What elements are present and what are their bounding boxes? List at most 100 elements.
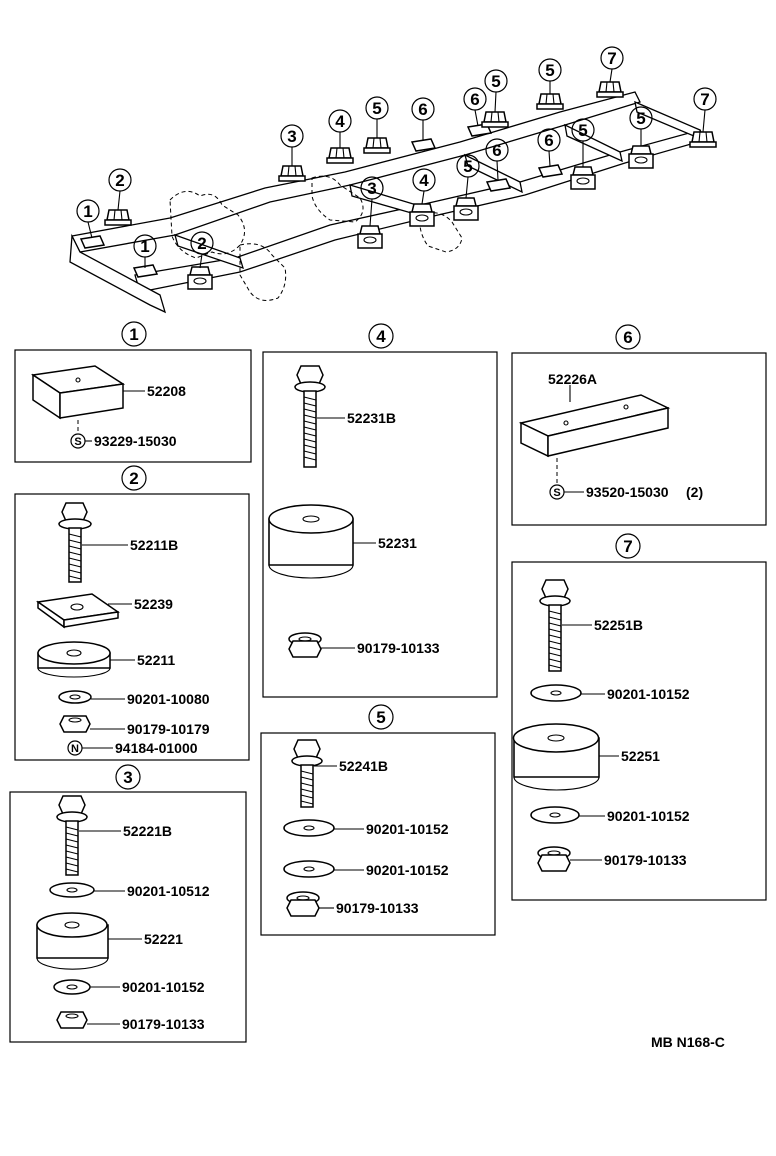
frame-crossmember-front — [69, 233, 167, 314]
svg-text:2: 2 — [115, 171, 124, 190]
part-label: 90179-10133 — [604, 852, 687, 868]
nut-90179-10179: 90179-10179 — [59, 715, 210, 737]
section-6-callout — [615, 324, 641, 350]
part-label: 52211B — [130, 537, 178, 553]
overview-callout-6: 6 — [537, 128, 561, 167]
overview-callout-1: 1 — [133, 234, 157, 268]
bracket-52239: 52239 — [36, 593, 173, 629]
section-2-callout — [121, 465, 147, 491]
nut-90179-10133: 90179-10133 — [56, 1011, 205, 1032]
svg-text:4: 4 — [335, 112, 345, 131]
svg-text:S: S — [74, 436, 81, 448]
part-label: 90179-10179 — [127, 721, 210, 737]
svg-text:6: 6 — [418, 100, 427, 119]
section-4-number: 4 — [376, 327, 386, 346]
svg-text:5: 5 — [491, 72, 500, 91]
overview-callout-3: 3 — [360, 176, 384, 227]
part-quantity: (2) — [686, 484, 703, 500]
part-label: 94184-01000 — [115, 740, 198, 756]
section-5-callout — [368, 704, 394, 730]
cushion-52231: 52231 — [268, 504, 417, 579]
section-7-number: 7 — [623, 537, 632, 556]
part-label: 52231B — [347, 410, 396, 426]
part-label: 93229-15030 — [94, 433, 177, 449]
overview-callout-3: 3 — [280, 124, 304, 166]
bolt-52231b: 52231B — [294, 365, 396, 468]
nut-90179-10133: 90179-10133 — [286, 891, 419, 917]
svg-text:5: 5 — [372, 99, 381, 118]
spacer-note-s: S 93229-15030 — [70, 420, 177, 449]
section-6: 6 52226A S 93520-15030 (2) — [511, 324, 767, 526]
spacer-note-s: S 93520-15030 (2) — [549, 458, 703, 500]
nut-90179-10133: 90179-10133 — [288, 632, 440, 658]
section-1: 1 52208 S 93229-15030 — [14, 321, 252, 463]
section-6-box — [511, 352, 767, 526]
overview-callout-5: 5 — [571, 118, 595, 167]
cushion-52211: 52211 — [37, 641, 175, 678]
washer-90201-10152: 90201-10152 — [530, 806, 690, 824]
section-5: 5 52241B 90201-10152 90201-10152 — [260, 704, 496, 936]
cab-mount-spacer-52208: 52208 — [30, 365, 186, 420]
part-label: 90201-10152 — [366, 862, 449, 878]
svg-text:7: 7 — [607, 49, 616, 68]
washer-90201-10152: 90201-10152 — [283, 819, 449, 837]
transmission-outline — [239, 243, 287, 301]
svg-text:1: 1 — [140, 237, 149, 256]
svg-text:3: 3 — [367, 179, 376, 198]
nut-90179-10133: 90179-10133 — [537, 846, 687, 872]
bolt-52221b: 52221B — [56, 795, 172, 876]
part-label: 52208 — [147, 383, 186, 399]
overview-callout-1: 1 — [76, 199, 100, 239]
overview-callout-2: 2 — [108, 168, 132, 211]
svg-text:7: 7 — [700, 90, 709, 109]
section-3-callout — [115, 764, 141, 790]
section-6-number: 6 — [623, 328, 632, 347]
cushion-52221: 52221 — [36, 912, 183, 970]
svg-text:5: 5 — [636, 109, 645, 128]
overview-callout-5: 5 — [365, 96, 389, 138]
svg-text:5: 5 — [463, 157, 472, 176]
part-label: 52231 — [378, 535, 417, 551]
section-3-box — [9, 791, 247, 1043]
nut-note-n: N 94184-01000 — [67, 740, 198, 756]
section-7-callout — [615, 533, 641, 559]
section-2-box — [14, 493, 250, 761]
overview-callout-2: 2 — [190, 231, 214, 269]
overview-callout-5: 5 — [484, 69, 508, 113]
axle-outline — [419, 212, 463, 253]
transfer-outline — [311, 175, 364, 223]
overview-callout-4: 4 — [328, 109, 352, 148]
section-3: 3 52221B 90201-10512 — [9, 764, 247, 1043]
part-label: 52211 — [137, 652, 175, 668]
engine-outline — [169, 190, 245, 259]
section-4-box — [262, 351, 498, 698]
frame-overview: 1 2 1 2 3 3 4 — [69, 46, 717, 314]
spacer-52226a: 52226A — [518, 371, 671, 458]
bolt-52211b: 52211B — [58, 502, 178, 583]
section-4: 4 52231B 52231 — [262, 323, 498, 698]
svg-text:5: 5 — [545, 61, 554, 80]
bolt-52241b: 52241B — [291, 739, 388, 808]
overview-callout-5: 5 — [538, 58, 562, 94]
cushion-52251: 52251 — [512, 723, 660, 791]
overview-callout-5: 5 — [456, 154, 480, 199]
svg-text:1: 1 — [83, 202, 92, 221]
part-label: 52251B — [594, 617, 643, 633]
section-5-box — [260, 732, 496, 936]
part-label: 52226A — [548, 371, 597, 387]
section-2: 2 52211B 52239 — [14, 465, 250, 761]
part-label: 52221 — [144, 931, 183, 947]
overview-callout-6: 6 — [411, 97, 435, 140]
section-1-callout — [121, 321, 147, 347]
section-2-number: 2 — [129, 469, 138, 488]
overview-callout-7: 7 — [693, 87, 717, 133]
section-3-number: 3 — [123, 768, 132, 787]
section-1-box — [14, 349, 252, 463]
frame-crossmember — [564, 123, 623, 163]
part-label: 90179-10133 — [336, 900, 419, 916]
part-label: 52241B — [339, 758, 388, 774]
section-5-number: 5 — [376, 708, 385, 727]
washer-90201-10152: 90201-10152 — [53, 979, 205, 995]
part-label: 90201-10152 — [607, 808, 690, 824]
